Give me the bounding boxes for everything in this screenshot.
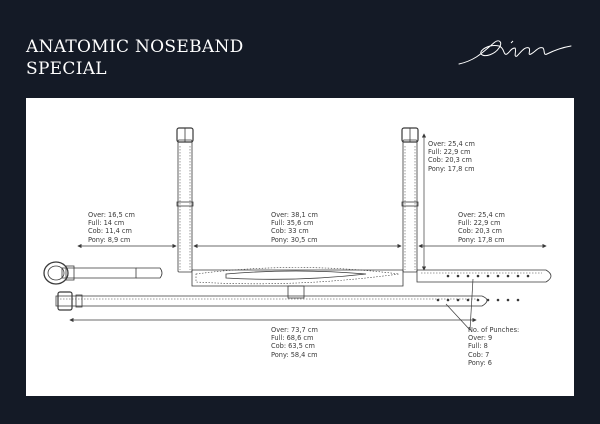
title-line-1: ANATOMIC NOSEBAND (26, 37, 244, 57)
punch-leader-1 (445, 303, 471, 331)
right-cheek-strap (401, 127, 419, 273)
center-loop (287, 285, 305, 299)
page-title: ANATOMIC NOSEBAND SPECIAL (26, 36, 244, 80)
noseband-diagram (43, 127, 552, 331)
dyon-signature-logo-icon (458, 40, 572, 65)
title-line-2: SPECIAL (26, 59, 107, 79)
punch-leader-2 (469, 278, 474, 331)
upper-noseband-strap (43, 261, 552, 287)
punch-holes (436, 274, 530, 302)
left-cheek-strap (176, 127, 194, 273)
lower-noseband-strap (55, 291, 488, 311)
